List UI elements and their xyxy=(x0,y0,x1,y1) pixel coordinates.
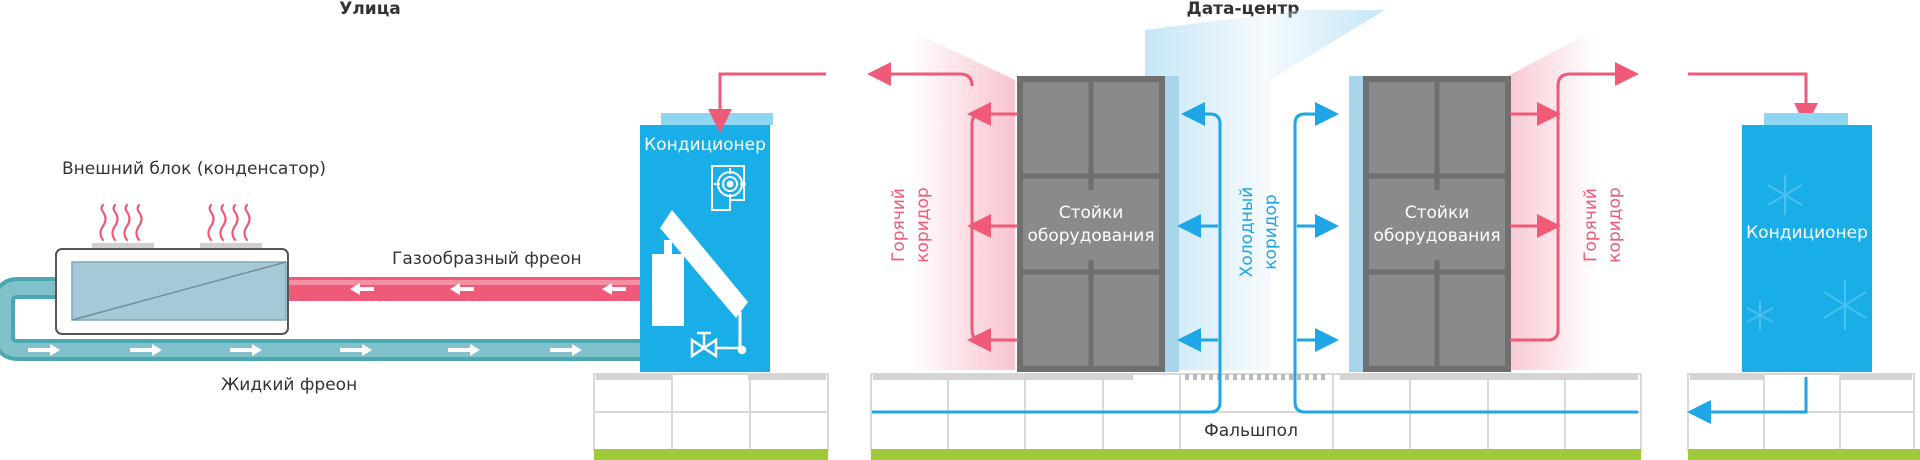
hot-corridor-right-line1: Горячий xyxy=(1581,188,1601,262)
rack-left-label-line2: оборудования xyxy=(1027,226,1154,246)
liquid-freon-arrows xyxy=(28,344,582,356)
hot-corridor-left-line2: коридор xyxy=(913,187,933,262)
floor-tile-tops xyxy=(596,374,1912,380)
hot-air-right xyxy=(1510,62,1639,342)
heat-waves-icon xyxy=(99,203,251,242)
hot-corridor-left-line1: Горячий xyxy=(889,188,909,262)
ac-right-unit xyxy=(1742,125,1872,372)
floor-base xyxy=(594,449,1920,460)
rack-right-cold-face xyxy=(1349,76,1363,372)
rack-left-cold-face xyxy=(1165,76,1179,372)
rack-left-label-line1: Стойки xyxy=(1059,203,1124,223)
raised-floor-label: Фальшпол xyxy=(1204,421,1298,441)
gas-freon-label: Газообразный фреон xyxy=(392,249,582,269)
ac-left-vent xyxy=(661,113,773,125)
rack-right-label-line1: Стойки xyxy=(1405,203,1470,223)
fan-grille-right xyxy=(200,243,262,249)
cold-corridor-glow xyxy=(1145,10,1385,370)
cold-supply-line-right xyxy=(1687,377,1808,424)
hot-corridor-right-line2: коридор xyxy=(1605,187,1625,262)
cold-corridor-line1: Холодный xyxy=(1237,187,1257,278)
outdoor-unit-label: Внешний блок (конденсатор) xyxy=(62,159,326,179)
liquid-freon-pipe xyxy=(0,277,648,361)
ac-right-vent xyxy=(1764,113,1848,125)
snowflake-icon xyxy=(1746,175,1867,330)
cold-corridor-line2: коридор xyxy=(1261,194,1281,269)
rack-right-label-line2: оборудования xyxy=(1373,226,1500,246)
hot-return-line-left xyxy=(708,72,826,133)
hot-air-left-exhaust xyxy=(867,62,974,87)
evaporator-coil xyxy=(652,210,748,352)
hot-return-line-right xyxy=(1688,72,1818,127)
liquid-freon-label: Жидкий фреон xyxy=(221,375,357,395)
street-header: Улица xyxy=(339,0,401,19)
ac-right-label: Кондиционер xyxy=(1746,223,1868,243)
cold-air-loop-right xyxy=(1293,102,1638,414)
gas-freon-arrows xyxy=(350,283,626,295)
fan-grille-left xyxy=(92,243,154,249)
fan-icon xyxy=(711,165,746,211)
ac-left-label: Кондиционер xyxy=(644,135,766,155)
cold-air-loop-left xyxy=(872,102,1222,414)
valve-icon xyxy=(690,331,747,359)
ac-left-unit xyxy=(640,125,770,372)
